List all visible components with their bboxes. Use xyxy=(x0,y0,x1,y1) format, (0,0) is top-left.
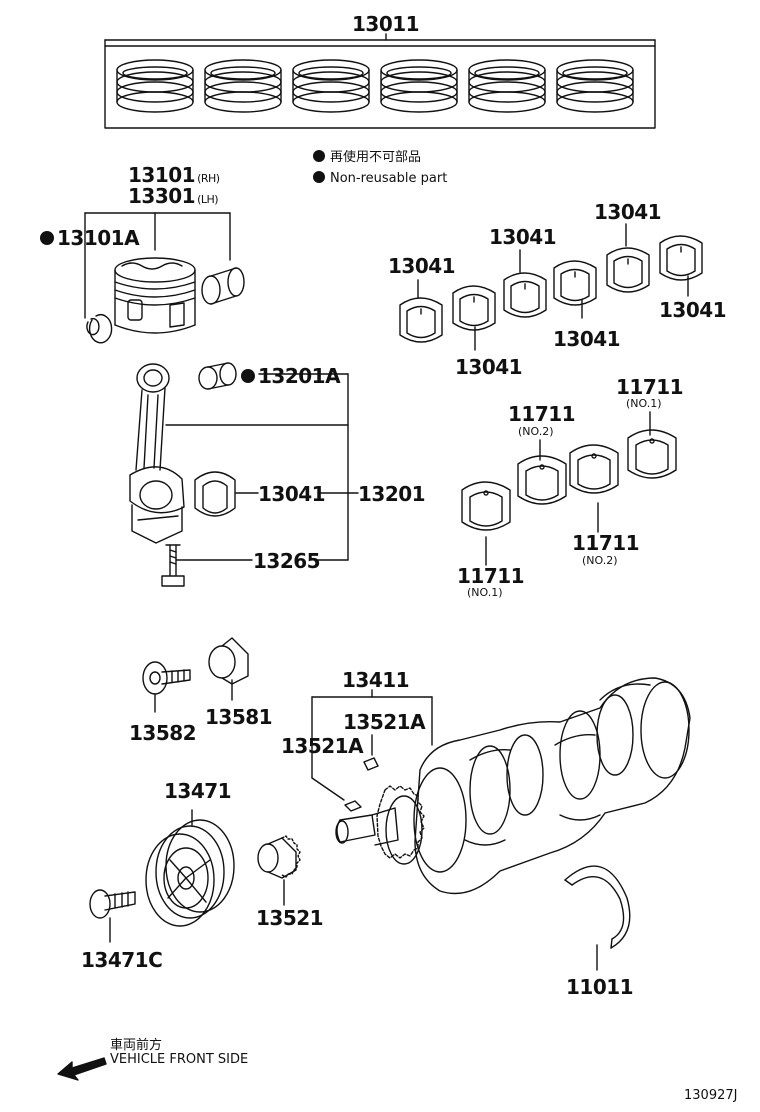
thrust-washer-illustration xyxy=(565,866,630,970)
label-rod-bolt: 13265 xyxy=(253,549,321,573)
connecting-rod-illustration xyxy=(130,363,358,586)
label-bearing-13041-e: 13041 xyxy=(594,200,662,224)
label-bearing-13041-f: 13041 xyxy=(659,298,727,322)
timing-gear-illustration xyxy=(258,836,300,905)
label-main-bearing-b: 11711 xyxy=(508,402,576,426)
label-rod-bearing: 13041 xyxy=(258,482,326,506)
label-pulley: 13471 xyxy=(164,779,232,803)
label-main-bearing-c: 11711 xyxy=(572,531,640,555)
crankshaft-illustration xyxy=(312,678,690,894)
label-main-bearing-a-note: (NO.1) xyxy=(467,586,503,599)
main-bearings-illustration xyxy=(462,412,677,565)
label-ring-set: 13011 xyxy=(352,12,420,36)
diagram-code: 130927J xyxy=(684,1088,738,1103)
label-bearing-13041-c: 13041 xyxy=(489,225,557,249)
label-rod-assy: 13201 xyxy=(358,482,426,506)
label-bearing-13041-d: 13041 xyxy=(553,327,621,351)
label-key-b: 13521A xyxy=(343,710,426,734)
label-key-a: 13521A xyxy=(281,734,364,758)
label-thrust-washer: 11011 xyxy=(566,975,634,999)
label-main-bearing-a: 11711 xyxy=(457,564,525,588)
vehicle-front-arrow-icon xyxy=(58,1058,106,1080)
label-piston-lh: 13301(LH) xyxy=(128,184,219,208)
label-bearing-13041-b: 13041 xyxy=(455,355,523,379)
crank-pulley-illustration xyxy=(90,810,234,942)
label-pulley-bolt: 13471C xyxy=(81,948,163,972)
label-bolt-13582: 13582 xyxy=(129,721,197,745)
label-snap-ring: 13101A xyxy=(40,228,140,248)
label-main-bearing-d: 11711 xyxy=(616,375,684,399)
non-reusable-dot-icon xyxy=(241,369,255,383)
label-timing-gear: 13521 xyxy=(256,906,324,930)
piston-illustration xyxy=(85,213,244,343)
label-bearing-13041-a: 13041 xyxy=(388,254,456,278)
label-main-bearing-b-note: (NO.2) xyxy=(518,425,554,438)
vehicle-front-label-en: VEHICLE FRONT SIDE xyxy=(110,1052,249,1067)
non-reusable-dot-icon xyxy=(40,231,54,245)
piston-ring-set-illustration xyxy=(105,34,655,128)
label-rod-bushing: 13201A xyxy=(241,366,341,386)
label-main-bearing-d-note: (NO.1) xyxy=(626,397,662,410)
label-plug-13581: 13581 xyxy=(205,705,273,729)
label-crankshaft: 13411 xyxy=(342,668,410,692)
vehicle-front-label-jp: 車両前方 xyxy=(110,1038,163,1053)
legend-non-reusable-en: Non-reusable part xyxy=(313,171,447,185)
non-reusable-dot-icon xyxy=(313,150,325,162)
non-reusable-dot-icon xyxy=(313,171,325,183)
bolt-and-plug-illustration xyxy=(143,638,248,712)
label-piston-rh: 13101(RH) xyxy=(128,163,220,187)
legend-non-reusable-jp: 再使用不可部品 xyxy=(313,150,421,164)
label-main-bearing-c-note: (NO.2) xyxy=(582,554,618,567)
rod-bearings-illustration xyxy=(400,224,703,350)
